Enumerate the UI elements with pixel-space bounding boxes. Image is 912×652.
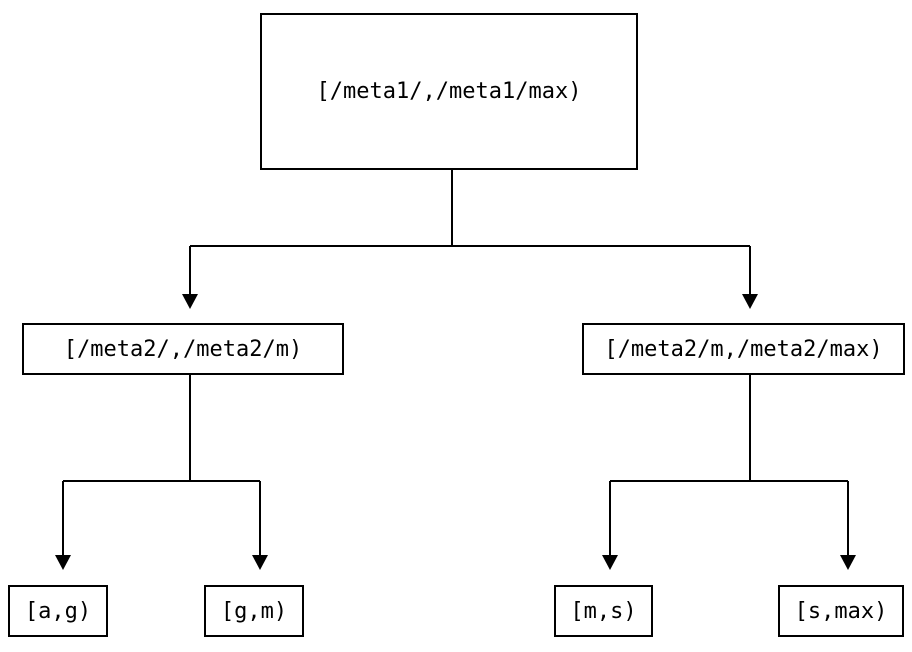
- node-label: [a,g): [24, 598, 92, 624]
- node-leaf-interval: [g,m): [204, 585, 304, 637]
- node-leaf-interval: [a,g): [8, 585, 108, 637]
- node-leaf-interval: [s,max): [778, 585, 904, 637]
- node-left-interval: [/meta2/,/meta2/m): [22, 323, 344, 375]
- edge-root-branch: [182, 170, 758, 309]
- node-label: [/meta2/m,/meta2/max): [604, 336, 883, 362]
- down-arrowhead-icon: [252, 555, 268, 570]
- node-leaf-interval: [m,s): [554, 585, 653, 637]
- edge-left-branch: [55, 375, 268, 570]
- node-label: [s,max): [794, 598, 888, 624]
- node-label: [g,m): [220, 598, 288, 624]
- down-arrowhead-icon: [55, 555, 71, 570]
- node-root-interval: [/meta1/,/meta1/max): [260, 13, 638, 170]
- down-arrowhead-icon: [602, 555, 618, 570]
- node-right-interval: [/meta2/m,/meta2/max): [582, 323, 905, 375]
- node-label: [/meta2/,/meta2/m): [63, 336, 303, 362]
- down-arrowhead-icon: [182, 294, 198, 309]
- edge-right-branch: [602, 375, 856, 570]
- down-arrowhead-icon: [840, 555, 856, 570]
- node-label: [m,s): [570, 598, 637, 624]
- node-label: [/meta1/,/meta1/max): [316, 79, 582, 104]
- down-arrowhead-icon: [742, 294, 758, 309]
